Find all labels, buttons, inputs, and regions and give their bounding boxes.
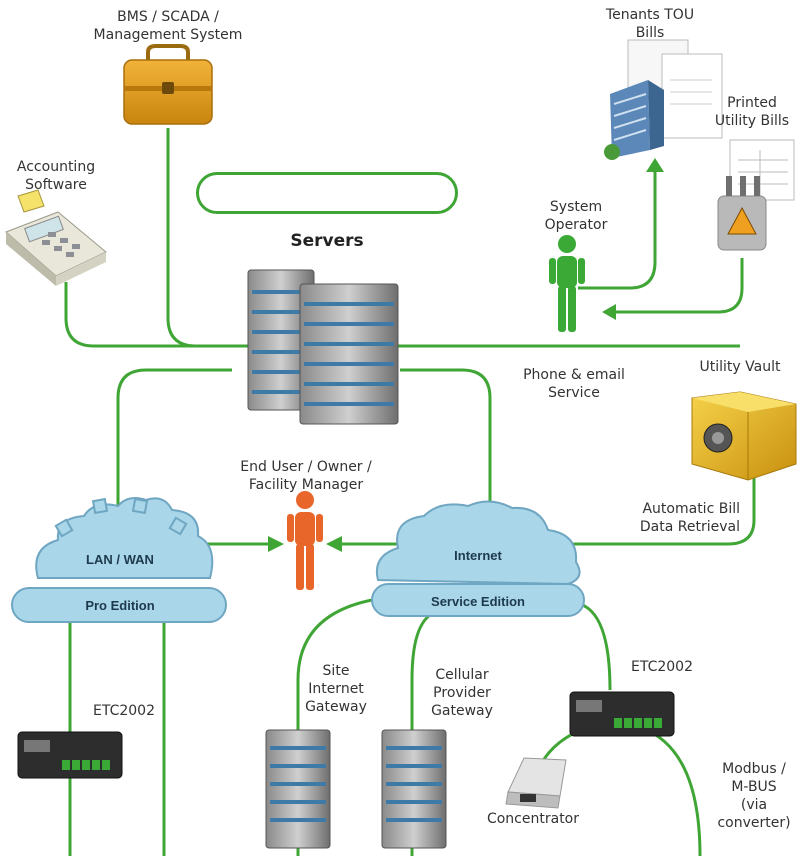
concentrator-icon: [505, 757, 567, 809]
arrow-internet-to-user: [326, 536, 342, 552]
etc-left-device-icon: [17, 731, 123, 779]
utility-vault-icon: [691, 391, 797, 481]
main-servers-icon: [247, 269, 399, 425]
briefcase-icon: [123, 44, 213, 125]
internet-cloud: [371, 500, 585, 617]
bus-to-internet-line: [400, 368, 492, 518]
lan-wan-cloud: [11, 497, 227, 623]
arrow-to-tenants: [646, 158, 664, 172]
etc-left-label: ETC2002: [93, 703, 155, 719]
enduser-person-icon: [287, 491, 323, 590]
etc-to-modbus-line: [641, 726, 702, 856]
internet-to-site-line: [296, 598, 373, 856]
vault-label: Utility Vault: [699, 359, 781, 375]
internet-to-etc-line: [579, 602, 612, 691]
internet-label: Internet: [454, 548, 502, 563]
arrow-lan-to-user: [268, 536, 284, 552]
operator-person-icon: [549, 235, 585, 332]
tenants-building-icon: [604, 39, 723, 160]
enduser-label: End User / Owner /Facility Manager: [240, 459, 372, 493]
arrowheads: [268, 158, 664, 552]
connection-lines: [64, 128, 756, 856]
service-edition-label: Service Edition: [431, 594, 525, 609]
server-back: [247, 269, 315, 411]
cellular-gateway-server-icon: [381, 729, 447, 849]
server-front: [299, 283, 399, 425]
printed-bills-icon: [717, 139, 795, 251]
operator-to-tenants-line: [578, 170, 657, 290]
etc-right-device-icon: [569, 691, 675, 737]
vault-to-internet-line: [558, 478, 756, 546]
etc-right-label: ETC2002: [631, 659, 693, 675]
site-gateway-server-icon: [265, 729, 331, 849]
lan-wan-label: LAN / WAN: [86, 552, 154, 567]
concentrator-label: Concentrator: [486, 811, 580, 827]
servers-title: Servers: [290, 231, 364, 251]
bms-label: BMS / SCADA /Management System: [93, 9, 243, 43]
empty-rounded-box: [196, 172, 458, 214]
bus-to-lan-line: [116, 368, 232, 530]
arrow-to-operator: [602, 304, 616, 320]
cash-register-icon: [5, 189, 107, 286]
pro-edition-label: Pro Edition: [85, 598, 155, 613]
bms-line: [166, 128, 197, 348]
printed-to-operator-line: [614, 258, 744, 314]
main-bus-line: [64, 282, 740, 348]
